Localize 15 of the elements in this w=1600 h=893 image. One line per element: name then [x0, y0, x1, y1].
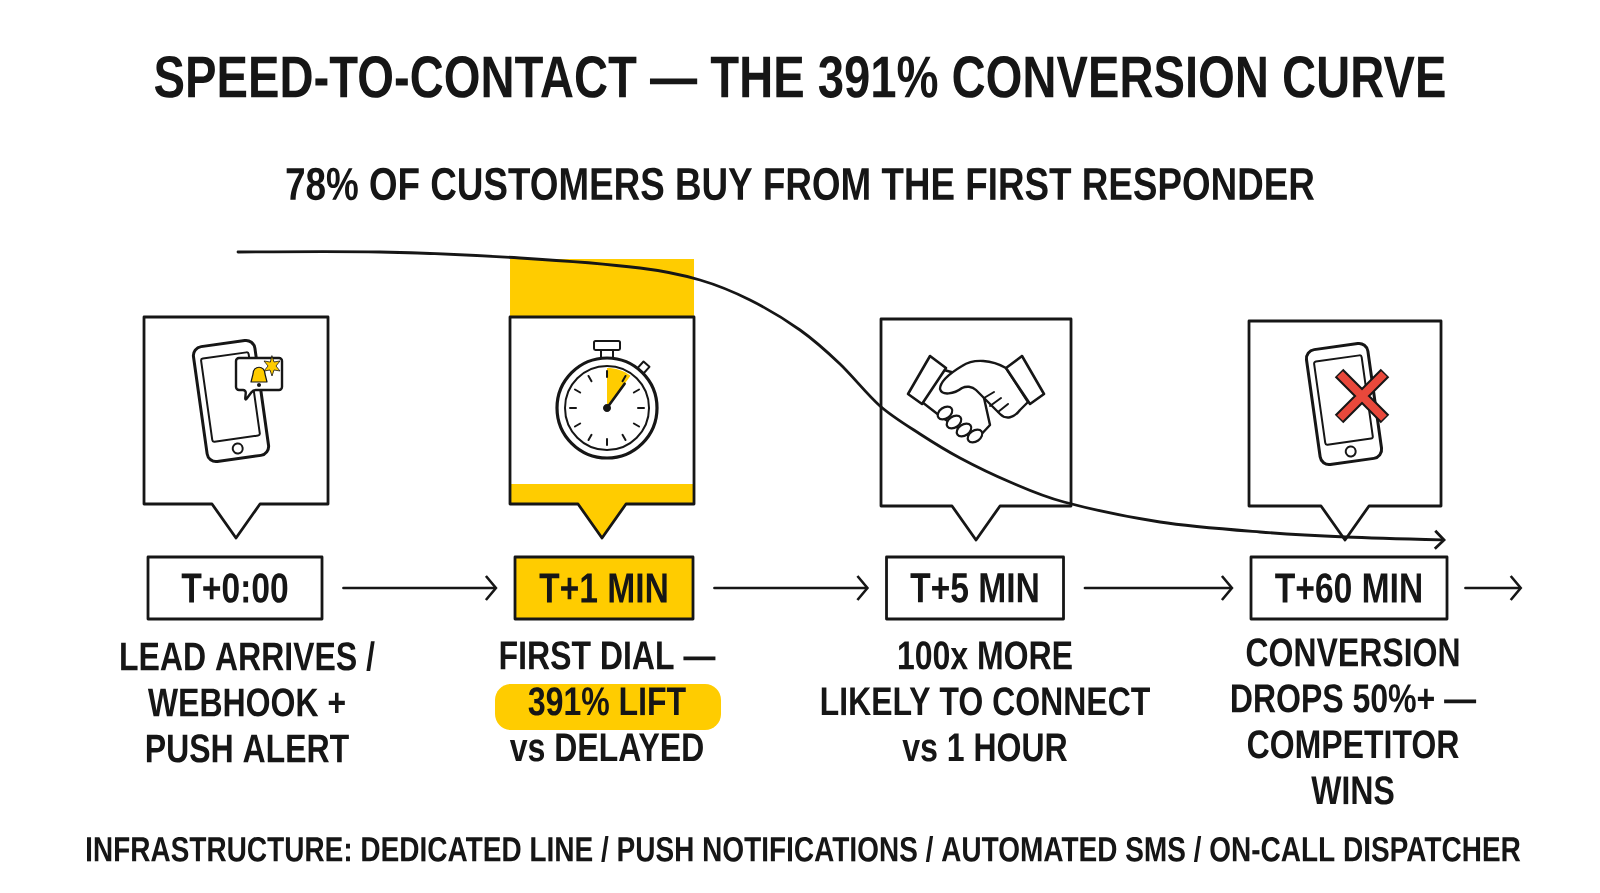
title: SPEED-TO-CONTACT — THE 391% CONVERSION CURVE: [154, 56, 1445, 98]
time-box: T+5 MIN: [885, 555, 1065, 621]
description: 100x MORE LIKELY TO CONNECT vs 1 HOUR: [821, 641, 1150, 762]
description: CONVERSION DROPS 50%+ — COMPETITOR WINS: [1232, 638, 1477, 805]
time-box: T+60 MIN: [1249, 555, 1449, 621]
footer-note: INFRASTRUCTURE: DEDICATED LINE / PUSH NOTIFICATIONS / AUTOMATED SMS / ON-CALL DISPATCHER: [87, 835, 1521, 863]
time-box: T+1 MIN: [513, 555, 695, 621]
arrow: [713, 575, 870, 601]
subtitle: 78% OF CUSTOMERS BUY FROM THE FIRST RESPONDER: [286, 167, 1315, 201]
time-box: T+0:00: [146, 555, 324, 621]
description: LEAD ARRIVES / WEBHOOK + PUSH ALERT: [121, 641, 375, 763]
arrow: [1464, 575, 1523, 601]
arrow: [342, 575, 498, 601]
description: FIRST DIAL — 391% LIFT vs DELAYED: [495, 641, 721, 762]
arrow: [1083, 575, 1234, 601]
